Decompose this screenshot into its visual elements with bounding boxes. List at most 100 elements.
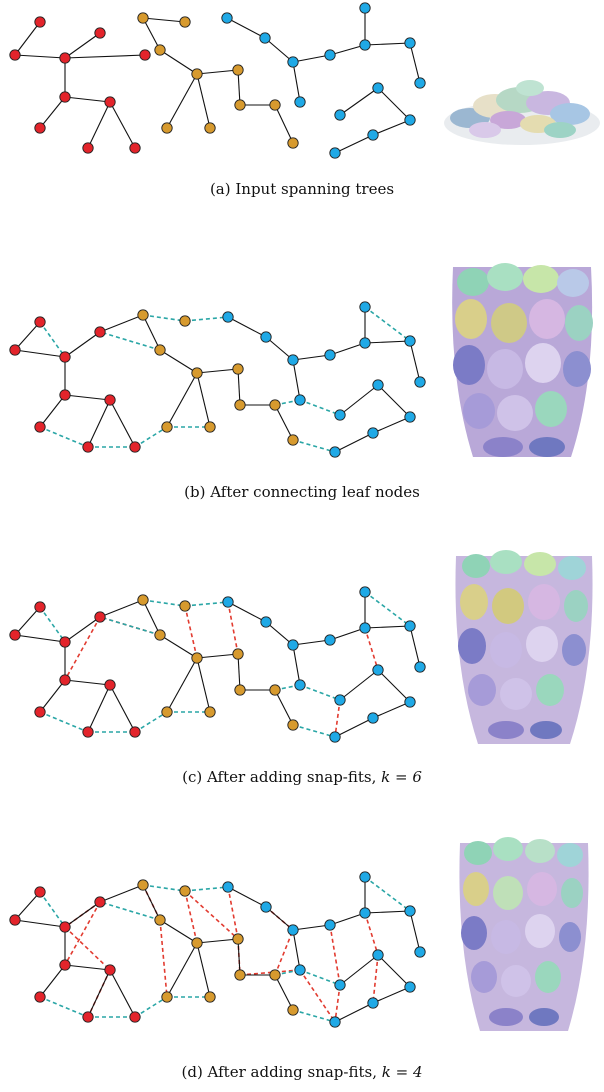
tree-edge xyxy=(274,104,294,144)
tree-edge xyxy=(237,69,241,106)
snap-fit-edge xyxy=(184,890,198,944)
blue-node xyxy=(404,620,416,632)
tree-edge xyxy=(364,42,411,46)
tree-edge xyxy=(159,49,198,75)
leaf-link-edge xyxy=(99,331,161,351)
red-node xyxy=(104,679,116,691)
orange-node xyxy=(179,885,191,897)
orange-node xyxy=(204,706,216,718)
orange-node xyxy=(269,684,281,696)
blue-node xyxy=(260,331,272,343)
blue-node xyxy=(404,37,416,49)
orange-node xyxy=(234,969,246,981)
red-node xyxy=(104,394,116,406)
blue-node xyxy=(294,964,306,976)
tree-edge xyxy=(292,354,331,361)
tree-edge xyxy=(14,349,66,358)
tree-edge xyxy=(292,924,331,931)
blue-node xyxy=(324,49,336,61)
tree-edge xyxy=(87,684,111,733)
leaf-link-edge xyxy=(134,996,168,1018)
red-node xyxy=(129,142,141,154)
tree-edge xyxy=(39,679,66,713)
blue-node xyxy=(367,997,379,1009)
blue-node xyxy=(414,946,426,958)
snap-fit-graph-k6 xyxy=(9,586,426,743)
blue-node xyxy=(334,979,346,991)
tree-edge xyxy=(196,657,211,713)
red-node xyxy=(34,421,46,433)
red-node xyxy=(59,52,71,64)
red-node xyxy=(34,601,46,613)
blue-node xyxy=(404,981,416,993)
tree-edge xyxy=(142,599,161,636)
blue-node xyxy=(294,394,306,406)
blue-node xyxy=(359,907,371,919)
snap-fit-edge xyxy=(364,627,379,671)
orange-node xyxy=(234,684,246,696)
blue-node xyxy=(372,379,384,391)
blue-node xyxy=(359,39,371,51)
orange-node xyxy=(287,1004,299,1016)
tree-edge xyxy=(87,101,111,149)
orange-node xyxy=(191,652,203,664)
leaf-link-edge xyxy=(364,306,411,342)
tree-edge xyxy=(159,634,198,659)
tree-edge xyxy=(87,399,111,448)
tree-edge xyxy=(14,21,41,56)
tree-edge xyxy=(227,601,267,623)
tree-edge xyxy=(14,606,41,636)
red-node xyxy=(94,611,106,623)
caption-c: (c) After adding snap-fits, k = 6 xyxy=(182,768,422,786)
blue-node xyxy=(359,301,371,313)
tree-edge xyxy=(237,938,241,976)
tree-edge xyxy=(364,910,411,914)
blue-node xyxy=(414,77,426,89)
tree-edge xyxy=(196,653,239,659)
tree-edge xyxy=(39,964,66,998)
tree-edge xyxy=(64,32,101,59)
flower-dome-render xyxy=(444,80,600,145)
red-node xyxy=(94,27,106,39)
blue-node xyxy=(359,871,371,883)
blue-node xyxy=(334,409,346,421)
tree-edge xyxy=(64,394,111,401)
snap-fit-edge xyxy=(64,926,111,971)
orange-node xyxy=(204,421,216,433)
orange-node xyxy=(154,344,166,356)
blue-node xyxy=(222,596,234,608)
tree-edge xyxy=(99,884,144,903)
red-node xyxy=(94,326,106,338)
red-node xyxy=(104,96,116,108)
blue-node xyxy=(359,2,371,14)
blue-node xyxy=(222,881,234,893)
tree-edge xyxy=(329,44,366,56)
tree-edge xyxy=(292,359,301,401)
tree-edge xyxy=(142,884,161,921)
tree-edge xyxy=(64,616,101,643)
tree-edge xyxy=(265,906,294,931)
blue-node xyxy=(404,905,416,917)
blue-node xyxy=(260,616,272,628)
flower-vase-render xyxy=(459,837,589,1031)
blue-node xyxy=(367,712,379,724)
blue-node xyxy=(334,694,346,706)
tree-edge xyxy=(372,986,411,1004)
orange-node xyxy=(179,16,191,28)
orange-node xyxy=(161,706,173,718)
red-node xyxy=(59,389,71,401)
red-node xyxy=(82,1011,94,1023)
red-node xyxy=(34,886,46,898)
red-node xyxy=(139,49,151,61)
tree-edge xyxy=(292,61,301,103)
snap-fit-edge xyxy=(227,886,239,940)
tree-edge xyxy=(265,336,294,361)
tree-edge xyxy=(339,384,379,416)
orange-node xyxy=(204,991,216,1003)
blue-node xyxy=(414,376,426,388)
tree-edge xyxy=(64,96,111,103)
red-node xyxy=(34,706,46,718)
blue-node xyxy=(294,679,306,691)
orange-node xyxy=(234,399,246,411)
tree-edge xyxy=(227,316,267,338)
